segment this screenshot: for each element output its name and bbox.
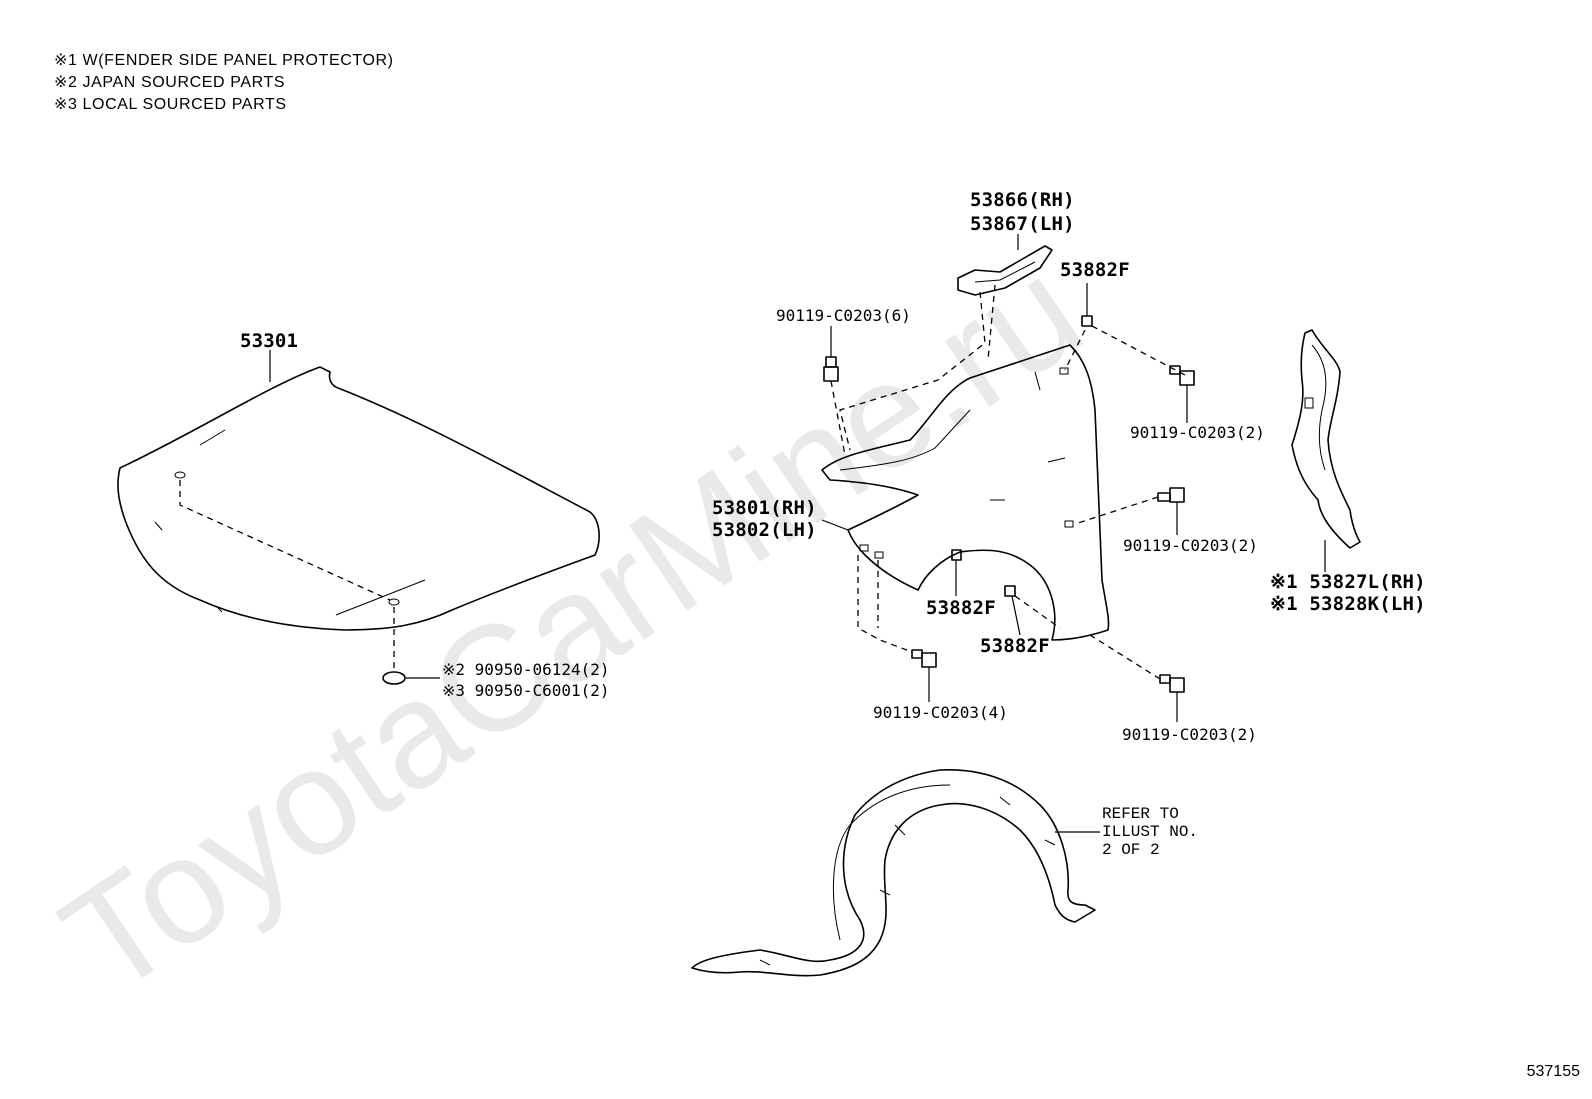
bolt-bottom-right-icon[interactable] [1159,674,1185,693]
fender-liner[interactable] [691,769,1096,977]
fender-seal[interactable] [957,245,1053,296]
liner-note-line-2: ILLUST NO. [1102,823,1198,841]
legend-item-2: ※2 JAPAN SOURCED PARTS [54,74,286,91]
clip-mid-label[interactable]: 53882F [926,597,996,619]
clip-low-icon[interactable] [1004,585,1016,597]
hood-seal-local-label[interactable]: ※3 90950-C6001(2) [442,681,610,700]
bolt-bottom-left-label[interactable]: 90119-C0203(4) [873,703,1008,722]
clip-top-label[interactable]: 53882F [1060,259,1130,281]
clip-low-label[interactable]: 53882F [980,635,1050,657]
bolt-bottom-left-icon[interactable] [911,649,937,668]
hood-seal-japan-label[interactable]: ※2 90950-06124(2) [442,660,610,679]
legend-item-1: ※1 W(FENDER SIDE PANEL PROTECTOR) [54,52,394,69]
clip-top-icon[interactable] [1081,315,1093,327]
bolt-top-left-label[interactable]: 90119-C0203(6) [776,306,911,325]
bolt-top-right-label[interactable]: 90119-C0203(2) [1130,423,1265,442]
fender-side-panel-protector[interactable] [1291,329,1361,549]
protector-lh-label[interactable]: ※1 53828K(LH) [1270,593,1426,615]
front-fender[interactable] [821,344,1110,641]
fender-rh-label[interactable]: 53801(RH) [712,497,817,519]
bolt-bottom-right-label[interactable]: 90119-C0203(2) [1122,725,1257,744]
bolt-mid-right-icon[interactable] [1157,487,1185,503]
watermark: ToyotaCarMine.ru [34,225,1109,1026]
hood-part-number[interactable]: 53301 [240,330,298,352]
liner-note-line-3: 2 OF 2 [1102,841,1160,859]
hood-seal-icon[interactable] [382,671,406,685]
seal-lh-label[interactable]: 53867(LH) [970,213,1075,235]
legend-item-3: ※3 LOCAL SOURCED PARTS [54,96,287,113]
seal-rh-label[interactable]: 53866(RH) [970,189,1075,211]
protector-rh-label[interactable]: ※1 53827L(RH) [1270,571,1426,593]
hood-panel[interactable] [117,366,600,631]
bolt-mid-right-label[interactable]: 90119-C0203(2) [1123,536,1258,555]
legend: ※1 W(FENDER SIDE PANEL PROTECTOR) ※2 JAP… [54,50,394,116]
liner-note-line-1: REFER TO [1102,805,1179,823]
fender-lh-label[interactable]: 53802(LH) [712,519,817,541]
illustration-id: 537155 [1526,1063,1580,1080]
